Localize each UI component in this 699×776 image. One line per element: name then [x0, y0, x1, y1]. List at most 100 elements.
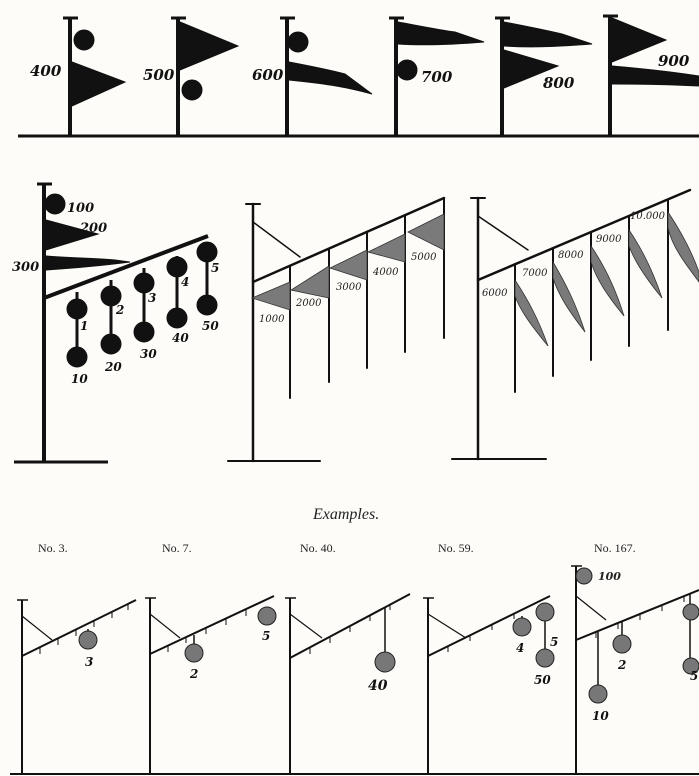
example-label: 50 — [534, 673, 551, 687]
label-4: 4 — [181, 275, 189, 289]
label-2000: 2000 — [295, 298, 322, 309]
label-20: 20 — [104, 360, 122, 374]
flag-signal-800: 800 — [495, 18, 592, 136]
example-ball — [375, 652, 395, 672]
pennant-5000 — [408, 214, 444, 250]
label-4000: 4000 — [372, 267, 399, 278]
label-200-flag: 200 — [79, 221, 107, 236]
label-50: 50 — [202, 319, 219, 333]
yard-arm — [478, 190, 690, 280]
label-7000: 7000 — [522, 268, 548, 279]
label-30: 30 — [140, 347, 157, 361]
example-title-3: No. 3. — [38, 541, 68, 555]
example-label: 10 — [592, 709, 609, 723]
streamer-10000 — [668, 212, 699, 282]
label-6000: 6000 — [482, 288, 508, 299]
label-5: 5 — [211, 261, 219, 275]
example-ball — [589, 685, 607, 703]
ball-upper — [197, 242, 217, 262]
example-label: 5 — [262, 629, 270, 643]
ball-pair-2: 2 20 — [101, 280, 124, 374]
stay-line — [22, 616, 52, 640]
label-700: 700 — [421, 68, 453, 86]
label-3000: 3000 — [336, 282, 362, 293]
example-ball — [683, 604, 699, 620]
streamer-shape — [398, 22, 484, 45]
ball-shape — [182, 80, 202, 100]
ball-100 — [45, 194, 65, 214]
example-ball — [536, 649, 554, 667]
label-8000: 8000 — [558, 250, 584, 261]
example-59: 4 5 50 — [423, 596, 558, 774]
ball-pair-1: 1 10 — [67, 292, 88, 386]
pennant-1000 — [252, 282, 290, 310]
flag-signal-700: 700 — [389, 18, 484, 136]
example-label: 4 — [516, 641, 524, 655]
label-800: 800 — [543, 74, 575, 92]
label-900: 900 — [658, 52, 690, 70]
pennant-shape — [72, 62, 125, 106]
yard-ticks — [168, 610, 246, 652]
example-ball — [536, 603, 554, 621]
label-1: 1 — [80, 319, 88, 333]
label-400: 400 — [30, 62, 62, 80]
label-9000: 9000 — [596, 234, 622, 245]
example-label: 2 — [617, 658, 626, 672]
example-title-7: No. 7. — [162, 541, 192, 555]
example-40: 40 — [285, 594, 410, 774]
streamer-shape — [504, 22, 592, 47]
top-row-group: 400 500 600 700 — [18, 16, 699, 136]
label-40: 40 — [172, 331, 189, 345]
label-2: 2 — [115, 303, 124, 317]
example-167: 100 2 10 5 — [571, 566, 699, 774]
yard-arm — [576, 590, 699, 640]
label-500: 500 — [143, 66, 175, 84]
stay-line — [290, 614, 322, 638]
ball-shape — [288, 32, 308, 52]
yard-arm — [150, 596, 274, 654]
example-label: 40 — [368, 678, 388, 694]
label-10000: 10.000 — [630, 211, 666, 222]
ball-lower — [67, 347, 87, 367]
example-ball — [185, 644, 203, 662]
examples-caption: Examples. — [312, 506, 379, 523]
middle-left-group: 100 200 300 1 10 2 20 3 30 — [12, 184, 219, 462]
ball-lower — [167, 308, 187, 328]
ball-shape — [397, 60, 417, 80]
label-600: 600 — [252, 66, 284, 84]
middle-right-group: 6000 7000 8000 9000 10.000 — [452, 190, 699, 459]
flag-signal-500: 500 — [143, 18, 238, 136]
stay-line — [576, 596, 606, 620]
example-ball — [258, 607, 276, 625]
label-100: 100 — [67, 201, 94, 216]
stay-line — [253, 222, 300, 257]
middle-center-group: 1000 2000 3000 4000 5000 — [228, 198, 444, 461]
label-10: 10 — [71, 372, 88, 386]
flag-signal-600: 600 — [252, 18, 372, 136]
ball-upper — [134, 273, 154, 293]
stay-line — [478, 216, 528, 250]
label-3: 3 — [148, 291, 156, 305]
example-title-167: No. 167. — [594, 541, 636, 555]
example-ball — [613, 635, 631, 653]
example-label: 5 — [550, 635, 558, 649]
example-ball — [513, 618, 531, 636]
streamer-shape — [289, 62, 372, 94]
pennant-shape — [180, 22, 238, 70]
streamer-8000 — [591, 246, 624, 316]
ball-upper — [167, 257, 187, 277]
ball-lower — [197, 295, 217, 315]
ball-shape — [74, 30, 94, 50]
example-label: 2 — [189, 667, 198, 681]
example-ball — [79, 631, 97, 649]
example-label: 3 — [85, 655, 93, 669]
ball-lower — [101, 334, 121, 354]
example-title-59: No. 59. — [438, 541, 474, 555]
streamer-7000 — [553, 262, 585, 332]
streamer-6000 — [515, 280, 548, 346]
stay-line — [150, 614, 180, 638]
streamer-9000 — [629, 230, 662, 298]
stay-line — [428, 614, 466, 638]
example-label: 5 — [690, 669, 698, 683]
